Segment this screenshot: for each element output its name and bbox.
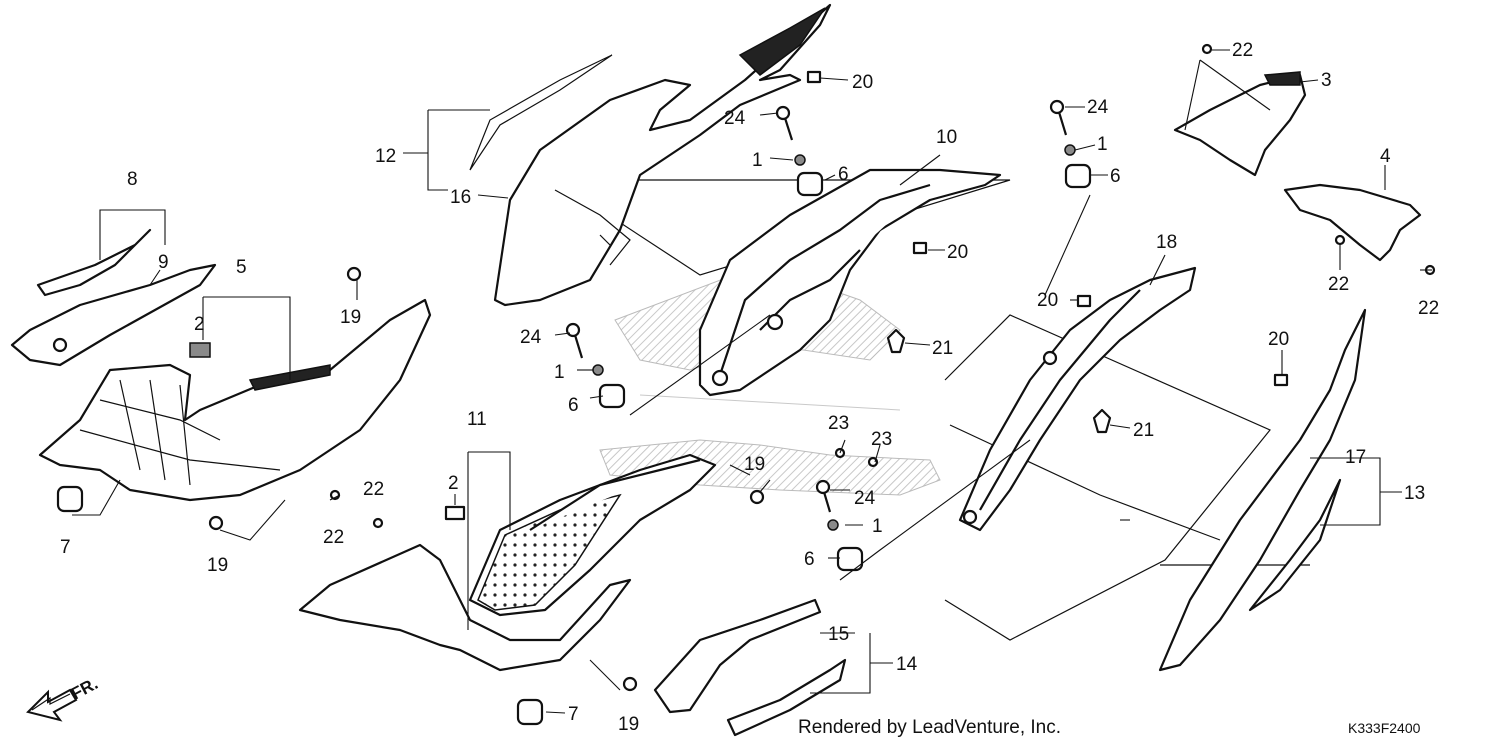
callout-10: 10 <box>936 127 957 148</box>
front-direction-indicator: FR. <box>26 674 101 722</box>
callout-5: 5 <box>236 257 247 278</box>
callout-8: 8 <box>127 169 138 190</box>
credit-text: Rendered by LeadVenture, Inc. <box>798 717 1061 738</box>
part-14-lower-strip <box>653 598 847 737</box>
callout-19: 19 <box>207 555 228 576</box>
callout-19: 19 <box>744 454 765 475</box>
callout-3: 3 <box>1321 70 1332 91</box>
callout-12: 12 <box>375 146 396 167</box>
callout-22: 22 <box>1232 40 1253 61</box>
callout-4: 4 <box>1380 146 1391 167</box>
callout-22: 22 <box>1418 298 1439 319</box>
callout-15: 15 <box>828 624 849 645</box>
callout-6: 6 <box>568 395 579 416</box>
guide-lines <box>552 179 1310 641</box>
callout-19: 19 <box>340 307 361 328</box>
leader-lines <box>72 49 1432 714</box>
callout-1: 1 <box>1097 134 1108 155</box>
callout-22: 22 <box>363 479 384 500</box>
callout-24: 24 <box>520 327 542 348</box>
callout-24: 24 <box>1087 97 1109 118</box>
callout-labels: 20 24 1 6 12 16 8 9 5 2 19 22 19 7 22 11… <box>60 40 1439 735</box>
part-18-right-cover <box>958 266 1197 532</box>
callout-1: 1 <box>554 362 565 383</box>
callout-19: 19 <box>618 714 639 735</box>
callout-2: 2 <box>448 473 459 494</box>
callout-23: 23 <box>828 413 849 434</box>
part-10-centre-cover <box>698 168 1002 397</box>
callout-6: 6 <box>804 549 815 570</box>
part-4-rear-bracket <box>1283 183 1422 262</box>
callout-20: 20 <box>1268 329 1289 350</box>
callout-21: 21 <box>932 338 953 359</box>
callout-24: 24 <box>854 488 876 509</box>
callout-20: 20 <box>947 242 968 263</box>
callout-22: 22 <box>1328 274 1349 295</box>
callout-1: 1 <box>872 516 883 537</box>
callout-13: 13 <box>1404 483 1425 504</box>
callout-9: 9 <box>158 252 169 273</box>
callout-14: 14 <box>896 654 918 675</box>
callout-23: 23 <box>871 429 892 450</box>
part-16-top-cowl <box>469 3 832 307</box>
part-8-left-trim <box>10 228 217 367</box>
callout-7: 7 <box>60 537 71 558</box>
callout-2: 2 <box>194 314 205 335</box>
callout-6: 6 <box>1110 166 1121 187</box>
part-11-lower-cover <box>298 453 717 672</box>
callout-7: 7 <box>568 704 579 725</box>
part-3-rear-piece <box>1173 71 1307 177</box>
callout-17: 17 <box>1345 447 1366 468</box>
callout-6: 6 <box>838 164 849 185</box>
callout-18: 18 <box>1156 232 1177 253</box>
callout-22: 22 <box>323 527 344 548</box>
callout-1: 1 <box>752 150 763 171</box>
callout-21: 21 <box>1133 420 1154 441</box>
callout-24: 24 <box>724 108 746 129</box>
callout-20: 20 <box>852 72 873 93</box>
callout-11: 11 <box>467 409 487 430</box>
part-17-rear-cover <box>1158 308 1367 672</box>
callout-16: 16 <box>450 187 471 208</box>
diagram-code: K333F2400 <box>1348 720 1421 736</box>
callout-20: 20 <box>1037 290 1058 311</box>
